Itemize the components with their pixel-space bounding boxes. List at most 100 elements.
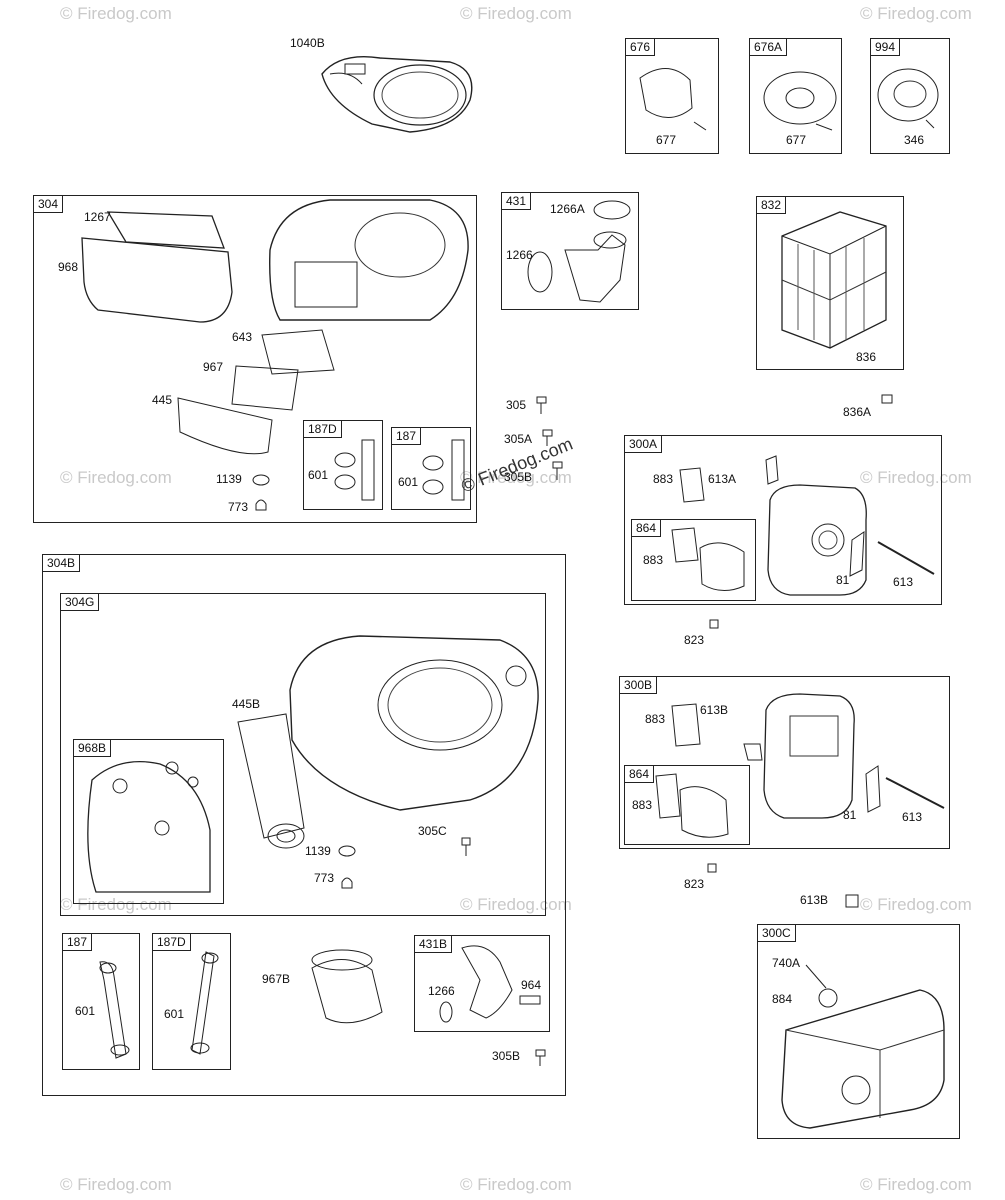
group-968B: 968B [73, 739, 224, 904]
part-label-773: 773 [228, 500, 249, 514]
group-tag: 300C [758, 925, 796, 942]
group-tag: 864 [632, 520, 662, 537]
watermark: © Firedog.com [460, 468, 572, 487]
part-label-305: 305 [506, 398, 527, 412]
watermark: © Firedog.com [60, 468, 172, 487]
group-tag: 431 [502, 193, 532, 210]
watermark: © Firedog.com [860, 468, 972, 487]
group-300B: 300B [619, 676, 950, 849]
part-label-967B: 967B [262, 972, 291, 986]
part-label-883: 883 [632, 798, 653, 812]
part-label-884: 884 [772, 992, 793, 1006]
part-label-305A: 305A [504, 432, 533, 446]
group-300C: 300C [757, 924, 960, 1139]
part-label-1139: 1139 [216, 472, 242, 486]
group-187D: 187D [303, 420, 383, 510]
part-label-836: 836 [856, 350, 877, 364]
group-tag: 300B [620, 677, 658, 694]
group-tag: 864 [625, 766, 655, 783]
part-label-677: 677 [786, 133, 807, 147]
part-label-613: 613 [902, 810, 923, 824]
part-label-823: 823 [684, 877, 705, 891]
group-187: 187 [62, 933, 140, 1070]
part-label-1266A: 1266A [550, 202, 585, 216]
part-label-643: 643 [232, 330, 253, 344]
part-label-613B: 613B [800, 893, 829, 907]
group-tag: 431B [415, 936, 453, 953]
part-label-1267: 1267 [84, 210, 111, 224]
group-tag: 187D [304, 421, 342, 438]
watermark: © Firedog.com [860, 895, 972, 914]
part-label-445B: 445B [232, 697, 261, 711]
group-tag: 676A [750, 39, 788, 56]
group-tag: 187 [63, 934, 93, 951]
part-label-1266: 1266 [506, 248, 533, 262]
group-676: 676 [625, 38, 719, 154]
part-label-81: 81 [836, 573, 850, 587]
part-label-305C: 305C [418, 824, 447, 838]
group-tag: 187 [392, 428, 422, 445]
part-label-445: 445 [152, 393, 173, 407]
watermark: © Firedog.com [460, 895, 572, 914]
part-label-1266: 1266 [428, 984, 455, 998]
group-994: 994 [870, 38, 950, 154]
part-label-1139: 1139 [305, 844, 331, 858]
group-187: 187 [391, 427, 471, 510]
part-label-740A: 740A [772, 956, 801, 970]
group-431: 431 [501, 192, 639, 310]
watermark: © Firedog.com [460, 1175, 572, 1194]
part-label-613: 613 [893, 575, 914, 589]
part-label-967: 967 [203, 360, 224, 374]
watermark: © Firedog.com [860, 1175, 972, 1194]
group-tag: 676 [626, 39, 656, 56]
part-label-883: 883 [653, 472, 674, 486]
part-label-613B: 613B [700, 703, 729, 717]
part-label-883: 883 [645, 712, 666, 726]
group-tag: 994 [871, 39, 901, 56]
part-label-823: 823 [684, 633, 705, 647]
part-label-677: 677 [656, 133, 677, 147]
watermark: © Firedog.com [60, 1175, 172, 1194]
watermark: © Firedog.com [460, 4, 572, 23]
group-tag: 968B [74, 740, 112, 757]
part-label-613A: 613A [708, 472, 737, 486]
part-label-601: 601 [308, 468, 329, 482]
group-187D: 187D [152, 933, 231, 1070]
part-label-601: 601 [398, 475, 419, 489]
group-tag: 187D [153, 934, 191, 951]
group-304: 304 [33, 195, 477, 523]
group-864: 864 [631, 519, 756, 601]
group-832: 832 [756, 196, 904, 370]
part-label-81: 81 [843, 808, 857, 822]
group-864: 864 [624, 765, 750, 845]
group-304G: 304G [60, 593, 546, 916]
part-label-305B: 305B [504, 470, 533, 484]
part-label-601: 601 [164, 1007, 185, 1021]
group-tag: 304G [61, 594, 100, 611]
group-676A: 676A [749, 38, 842, 154]
group-tag: 300A [625, 436, 663, 453]
part-label-601: 601 [75, 1004, 96, 1018]
part-label-773: 773 [314, 871, 335, 885]
part-label-346: 346 [904, 133, 925, 147]
group-tag: 304 [34, 196, 64, 213]
group-tag: 304B [43, 555, 81, 572]
part-label-836A: 836A [843, 405, 872, 419]
part-label-305B: 305B [492, 1049, 521, 1063]
part-label-964: 964 [521, 978, 542, 992]
watermark: © Firedog.com [60, 4, 172, 23]
part-label-968: 968 [58, 260, 79, 274]
part-label-1040B: 1040B [290, 36, 325, 50]
